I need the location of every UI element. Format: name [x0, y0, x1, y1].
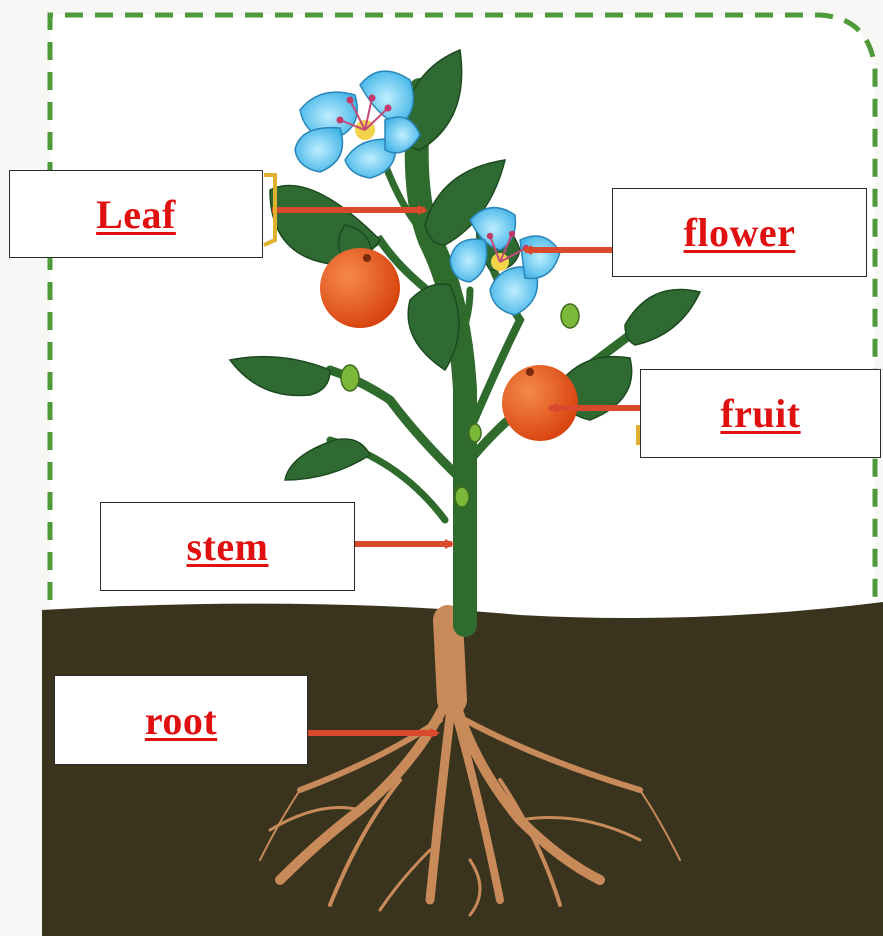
label-box-fruit: fruit [640, 369, 881, 458]
label-box-stem: stem [100, 502, 355, 591]
label-root: root [145, 697, 217, 744]
label-box-flower: flower [612, 188, 867, 277]
fruit-shape [502, 365, 578, 441]
label-stem: stem [187, 523, 269, 570]
label-box-leaf: Leaf [9, 170, 263, 258]
label-fruit: fruit [720, 390, 800, 437]
label-flower: flower [684, 209, 796, 256]
fruit-shape [320, 248, 400, 328]
label-leaf: Leaf [96, 191, 176, 238]
label-box-root: root [54, 675, 308, 765]
